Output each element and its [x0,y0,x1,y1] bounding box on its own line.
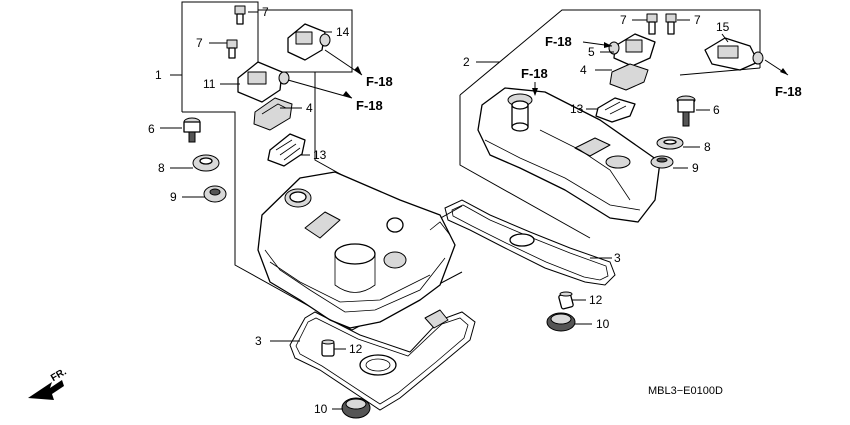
diagram-code: MBL3−E0100D [648,385,723,397]
right-assembly-outline [459,9,761,239]
part-13-right [595,97,636,123]
part-10-left [341,397,371,419]
part-4-left [253,97,293,131]
part-10-right [546,312,576,332]
callout-3-right: 3 [614,251,621,265]
bolt-7-right-a [646,13,658,35]
callout-7-right-a: 7 [620,13,627,27]
leader-lines [160,11,789,410]
part-12-right [558,291,574,310]
callout-10-left: 10 [314,402,328,416]
bolt-7-left [226,39,238,59]
ref-f18-part15: F-18 [775,84,802,99]
ref-f18-cover-right: F-18 [521,66,548,81]
callout-15: 15 [716,20,730,34]
callout-7-right-b: 7 [694,13,701,27]
ref-f18-part14: F-18 [366,74,393,89]
callout-9-right: 9 [692,161,699,175]
callout-12-right: 12 [589,293,603,307]
callout-11: 11 [203,77,216,91]
part-4-right [609,63,649,91]
callout-3-left: 3 [255,334,262,348]
callout-8-left: 8 [158,161,165,175]
callout-6-right: 6 [713,103,720,117]
part-15-fitting [704,37,764,71]
callout-13-right: 13 [570,102,584,116]
part-14-fitting [287,23,331,61]
part-14-detail-box [257,9,353,73]
right-cylinder-head-cover [477,87,661,223]
callout-7-left-top: 7 [262,5,269,19]
bolt-7-right-b [665,13,677,35]
front-label: FR. [49,366,69,384]
bolt-7-left-top [234,5,246,25]
grommet-9-left [203,185,227,203]
callout-4-left: 4 [306,101,313,115]
bolt-6-left [183,117,201,143]
left-cylinder-head-cover [257,171,456,329]
callout-14: 14 [336,25,350,39]
ref-f18-part5: F-18 [545,34,572,49]
callout-6-left: 6 [148,122,155,136]
callout-5: 5 [588,45,595,59]
part-5-fitting [608,33,656,67]
callout-4-right: 4 [580,63,587,77]
callout-8-right: 8 [704,140,711,154]
callout-1: 1 [155,68,162,82]
washer-8-right [656,136,684,150]
callout-10-right: 10 [596,317,610,331]
part-11-fitting [237,61,290,103]
part-12-left [321,339,335,357]
washer-8-left [192,154,220,172]
grommet-9-right [650,155,674,169]
part-13-left [267,133,306,167]
front-direction-arrow [28,380,64,400]
callout-9-left: 9 [170,190,177,204]
bolt-6-right [676,95,696,127]
callout-7-left: 7 [196,36,203,50]
right-cover-gasket [444,199,616,286]
callout-12-left: 12 [349,342,363,356]
callout-2: 2 [463,55,470,69]
callout-13-left: 13 [313,148,327,162]
left-cover-gasket [289,309,476,411]
ref-f18-part11: F-18 [356,98,383,113]
